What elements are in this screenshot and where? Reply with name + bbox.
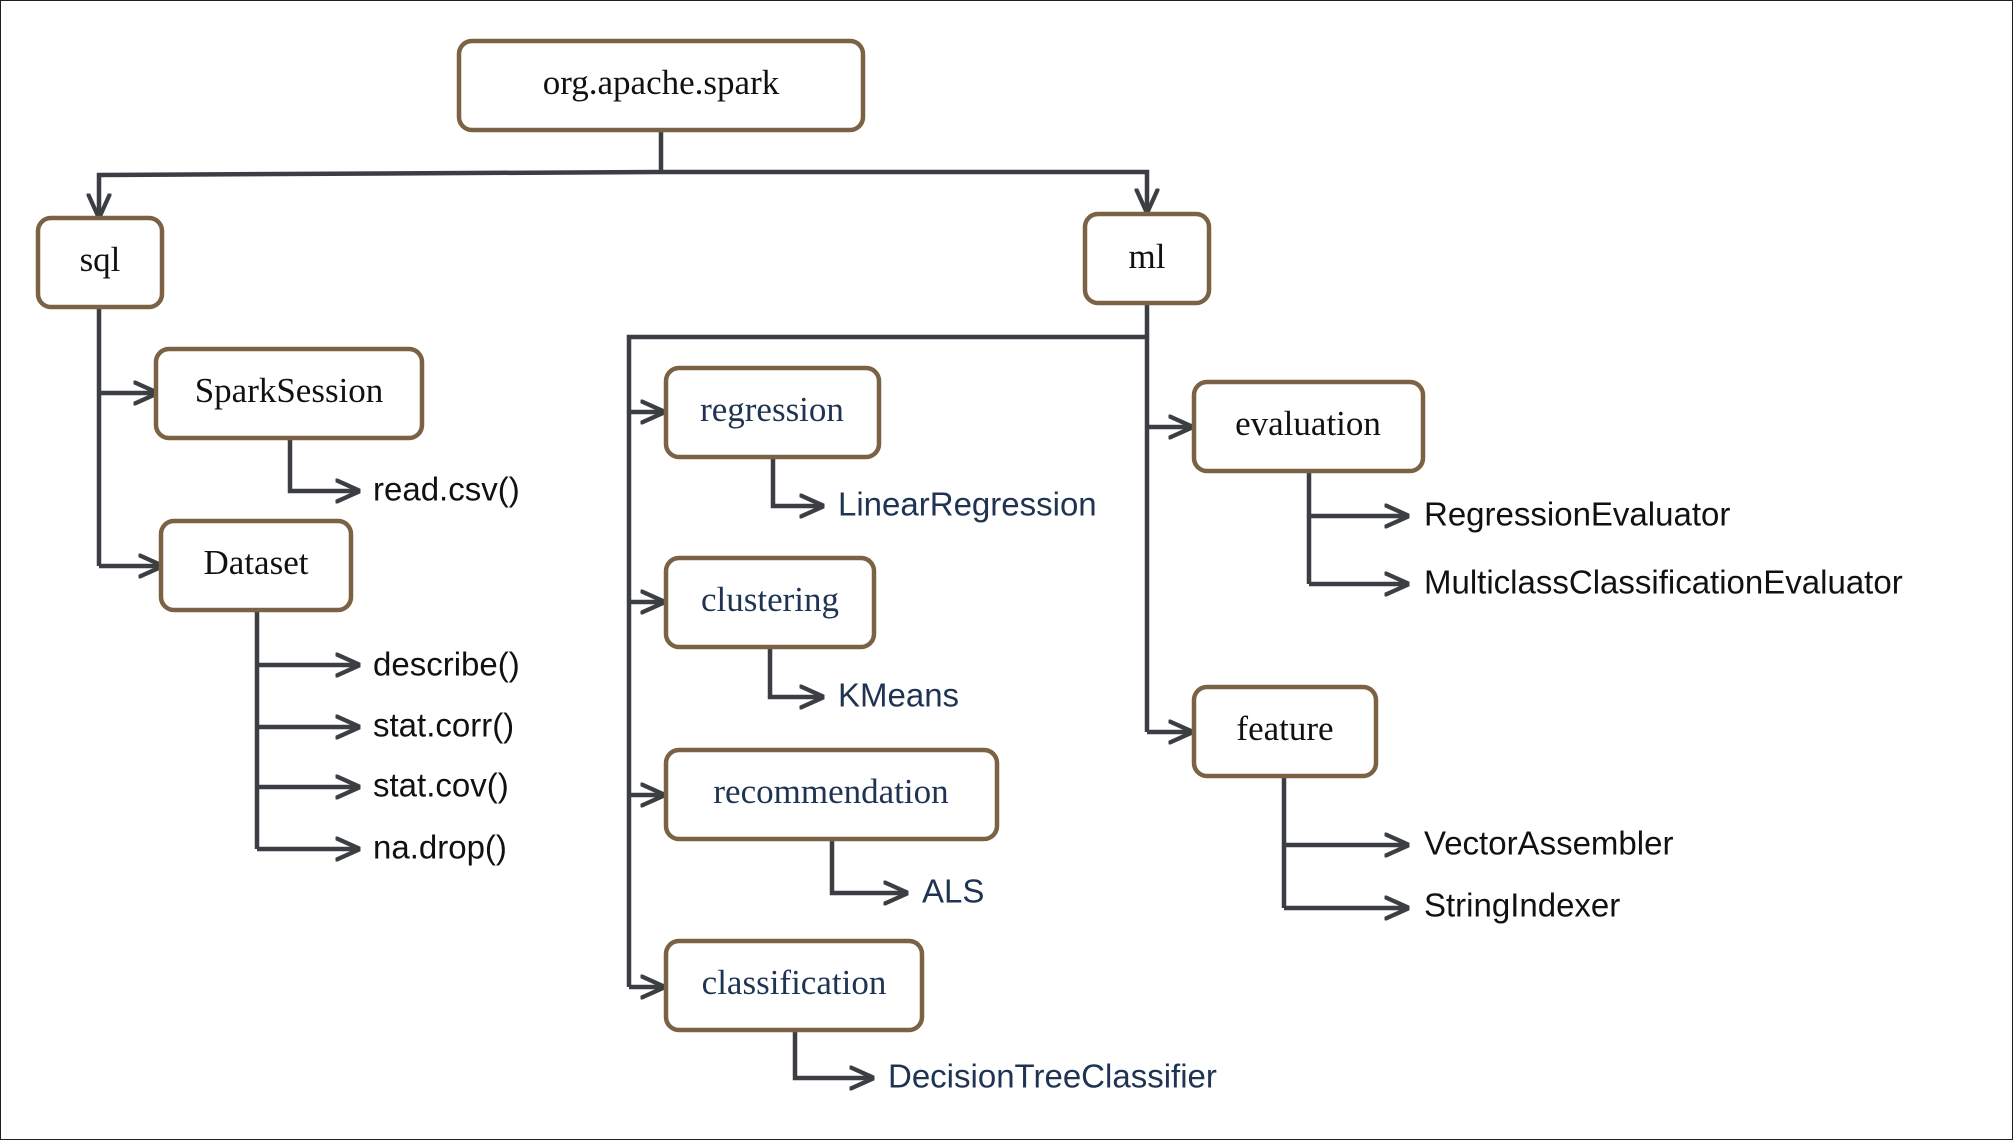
connector-root-to-ml bbox=[661, 169, 1147, 212]
node-regression: regression bbox=[663, 365, 882, 460]
node-label: evaluation bbox=[1235, 404, 1381, 443]
method-label: na.drop() bbox=[373, 829, 507, 866]
method-label: describe() bbox=[373, 646, 520, 683]
node-box bbox=[456, 38, 866, 133]
method-label: read.csv() bbox=[373, 471, 520, 508]
node-label: clustering bbox=[701, 580, 839, 619]
connector-regression-to-linearregression bbox=[770, 458, 823, 506]
class-label: VectorAssembler bbox=[1424, 825, 1673, 862]
class-label: StringIndexer bbox=[1424, 887, 1620, 924]
node-box bbox=[663, 365, 882, 460]
ml-leaf-labels: LinearRegression KMeans ALS DecisionTree… bbox=[838, 486, 1903, 1095]
class-label: MulticlassClassificationEvaluator bbox=[1424, 564, 1903, 601]
node-box bbox=[1082, 211, 1212, 306]
connector-recommendation-to-als bbox=[829, 840, 907, 893]
node-box bbox=[663, 555, 877, 650]
class-label: ALS bbox=[922, 873, 984, 910]
node-recommendation: recommendation bbox=[663, 747, 1000, 842]
node-label: Dataset bbox=[204, 543, 309, 582]
node-classification: classification bbox=[663, 938, 925, 1033]
node-box bbox=[663, 747, 1000, 842]
node-label: classification bbox=[702, 963, 887, 1002]
node-dataset: Dataset bbox=[158, 518, 354, 613]
class-label: DecisionTreeClassifier bbox=[888, 1058, 1217, 1095]
node-feature: feature bbox=[1191, 684, 1379, 779]
connector-sparksession-to-readcsv bbox=[287, 438, 359, 491]
node-box bbox=[1191, 379, 1426, 474]
sql-leaf-labels: read.csv() describe() stat.corr() stat.c… bbox=[373, 471, 520, 866]
connector-ml-left-bar bbox=[626, 334, 1147, 987]
connector-root-to-sql bbox=[99, 169, 662, 217]
node-label: SparkSession bbox=[195, 371, 384, 410]
connectors bbox=[99, 130, 1408, 1078]
class-label: KMeans bbox=[838, 677, 959, 714]
node-box bbox=[153, 346, 425, 441]
node-label: sql bbox=[80, 240, 121, 279]
node-box bbox=[663, 938, 925, 1033]
node-box bbox=[1191, 684, 1379, 779]
node-label: recommendation bbox=[713, 772, 948, 811]
node-label: regression bbox=[700, 390, 844, 429]
class-label: RegressionEvaluator bbox=[1424, 496, 1730, 533]
node-label: feature bbox=[1236, 709, 1333, 748]
node-root: org.apache.spark bbox=[456, 38, 866, 133]
connector-classification-to-decisiontree bbox=[792, 1030, 873, 1078]
method-label: stat.corr() bbox=[373, 707, 514, 744]
node-sql: sql bbox=[35, 215, 165, 310]
node-box bbox=[35, 215, 165, 310]
connector-clustering-to-kmeans bbox=[767, 648, 823, 697]
class-label: LinearRegression bbox=[838, 486, 1097, 523]
node-box bbox=[158, 518, 354, 613]
node-label: ml bbox=[1129, 237, 1166, 276]
node-sparksession: SparkSession bbox=[153, 346, 425, 441]
node-ml: ml bbox=[1082, 211, 1212, 306]
node-evaluation: evaluation bbox=[1191, 379, 1426, 474]
node-label: org.apache.spark bbox=[543, 63, 780, 102]
node-clustering: clustering bbox=[663, 555, 877, 650]
method-label: stat.cov() bbox=[373, 767, 509, 804]
